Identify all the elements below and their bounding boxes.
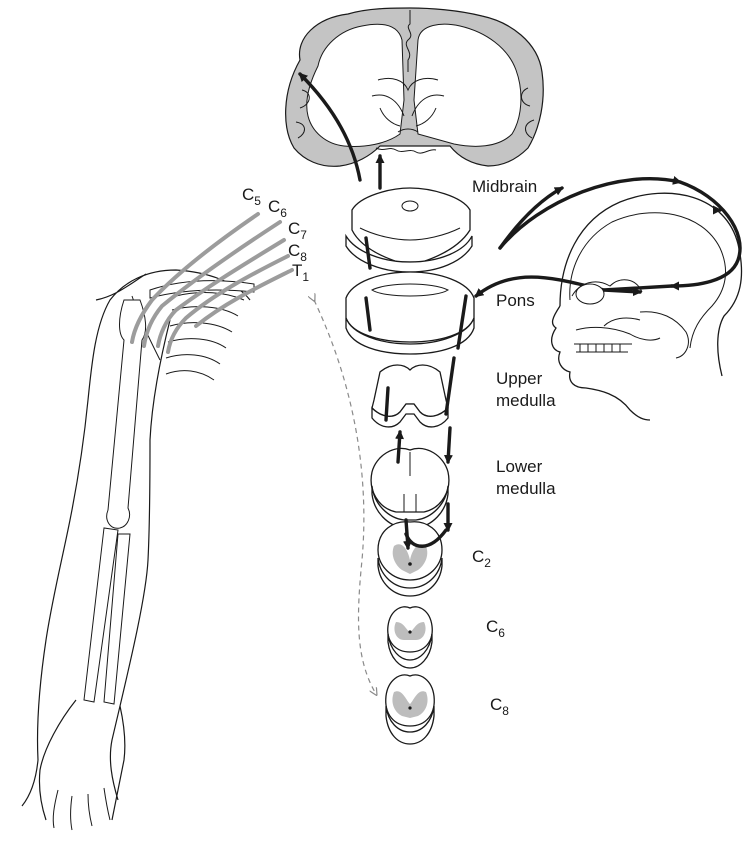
label-lower-medulla-1: Lower — [496, 457, 543, 476]
spinal-c6-section — [388, 607, 433, 668]
face-afferent-loop — [476, 179, 740, 296]
root-label-c7: C7 — [288, 219, 307, 242]
root-label-t1: T1 — [292, 261, 309, 284]
lower-medulla-section — [371, 448, 449, 528]
label-upper-medulla-2: medulla — [496, 391, 556, 410]
label-pons: Pons — [496, 291, 535, 310]
head-with-skull — [552, 193, 742, 420]
brain-coronal-section — [286, 8, 544, 166]
root-label-c5: C5 — [242, 185, 261, 208]
spinal-c8-section — [386, 675, 435, 744]
midbrain-section — [346, 188, 472, 272]
label-lower-medulla-2: medulla — [496, 479, 556, 498]
label-c2: C2 — [472, 547, 491, 570]
label-upper-medulla-1: Upper — [496, 369, 543, 388]
dermatome-link-dashed — [314, 300, 376, 694]
label-midbrain: Midbrain — [472, 177, 537, 196]
nerve-root-labels: C5 C6 C7 C8 T1 — [242, 185, 309, 284]
label-c8: C8 — [490, 695, 509, 718]
spinal-c2-section — [378, 522, 442, 596]
pons-section — [346, 272, 474, 354]
arm-skeleton — [22, 214, 292, 830]
root-label-c6: C6 — [268, 197, 287, 220]
label-c6: C6 — [486, 617, 505, 640]
upper-medulla-section — [372, 365, 448, 427]
level-labels: Midbrain Pons Upper medulla Lower medull… — [472, 177, 556, 718]
